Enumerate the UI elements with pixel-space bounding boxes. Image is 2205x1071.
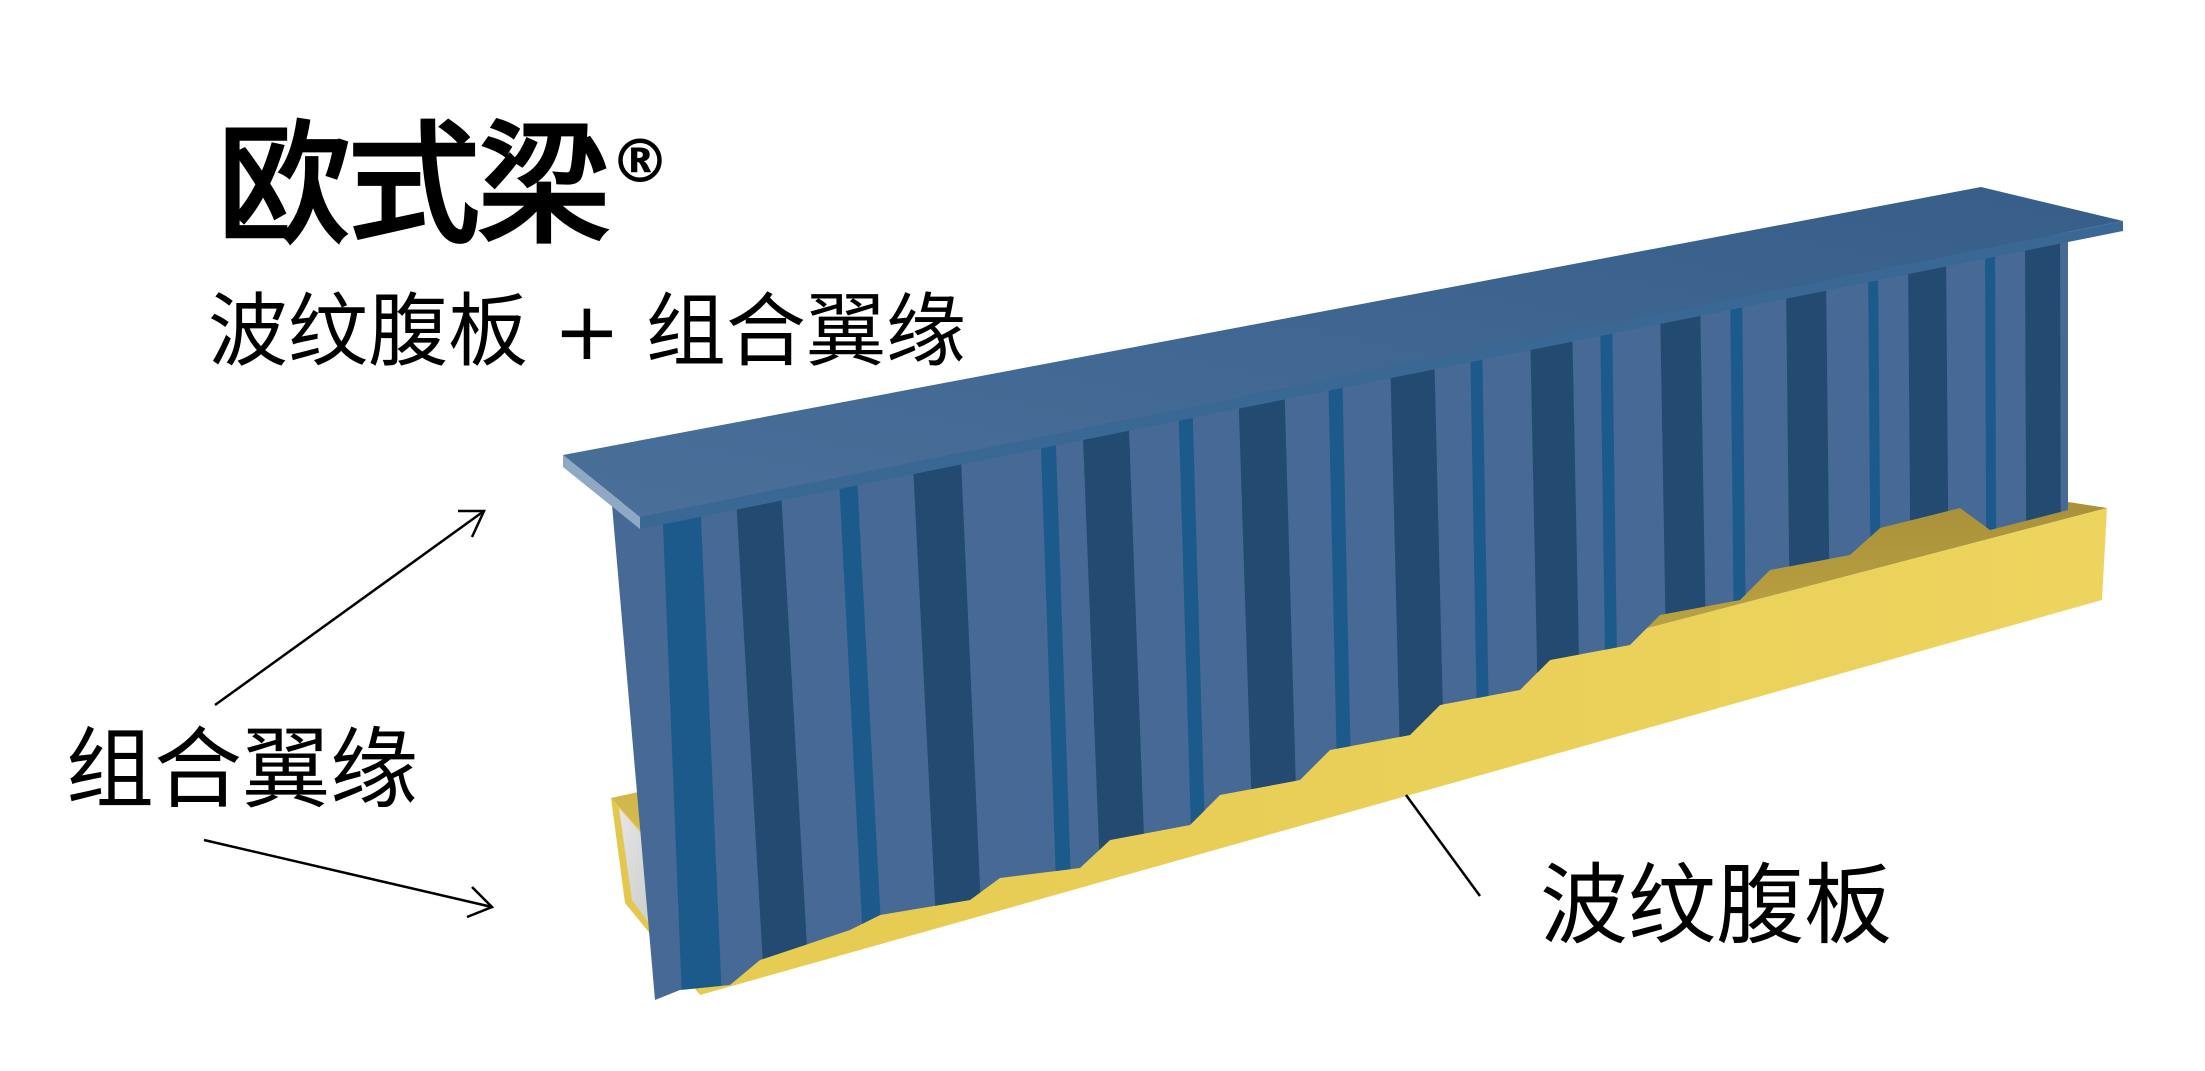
arrow-to-bottom-flange (203, 838, 493, 909)
leader-to-web (1404, 794, 1482, 897)
title-text: 欧式梁 (218, 109, 610, 263)
arrowhead-top (458, 509, 486, 538)
arrowhead-bottom (466, 886, 495, 919)
registered-mark: ® (610, 127, 670, 197)
label-corrugated-web: 波纹腹板 (1540, 854, 1893, 957)
top-flange-front-edge (640, 221, 2123, 529)
subtitle: 波纹腹板 + 组合翼缘 (208, 285, 966, 378)
flange-front-face (685, 508, 2107, 995)
top-flange-end-edge (563, 455, 640, 529)
page-title: 欧式梁® (218, 120, 670, 252)
top-flange (563, 187, 2123, 529)
top-flange-surface (563, 187, 2123, 517)
label-composite-flange: 组合翼缘 (66, 718, 419, 821)
arrow-to-top-flange (214, 509, 485, 707)
annotation-arrows (203, 509, 1482, 919)
